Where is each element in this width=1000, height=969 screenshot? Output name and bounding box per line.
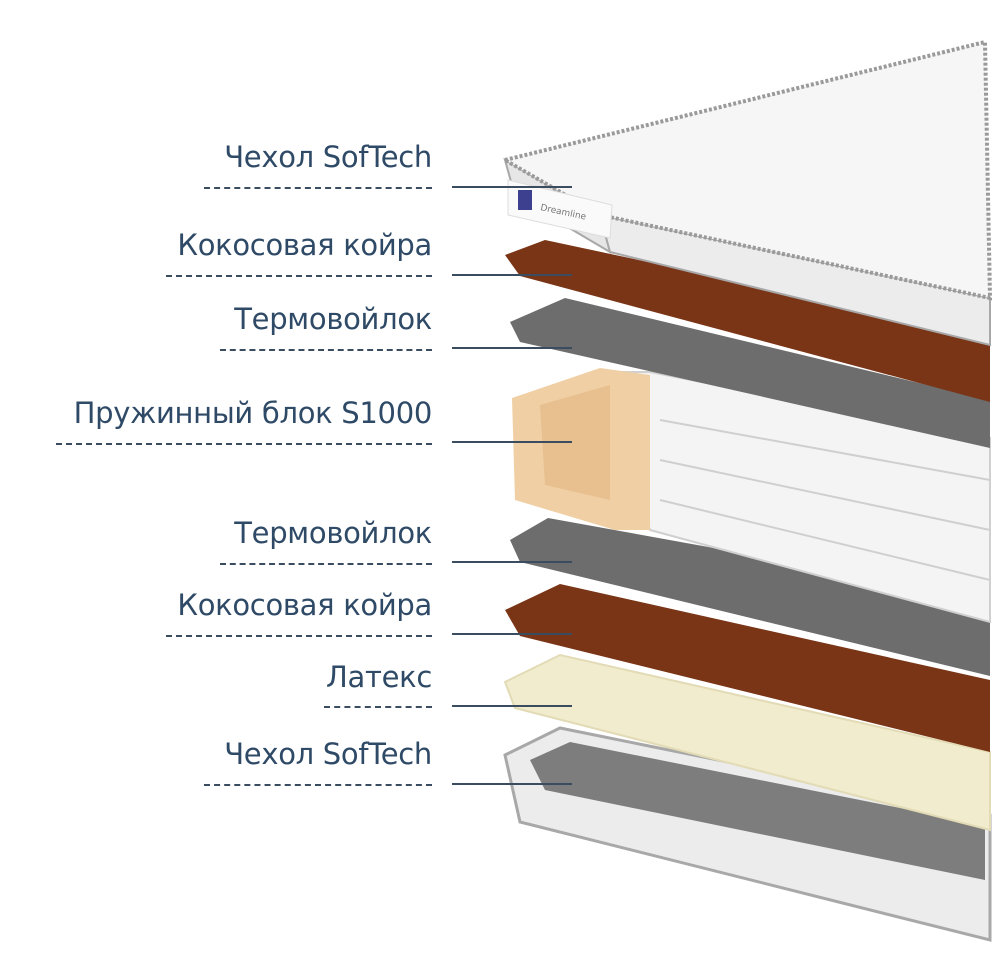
label-coir-1: Кокосовая койра bbox=[177, 228, 432, 262]
layer-felt-2 bbox=[510, 518, 990, 676]
dashed-underline bbox=[324, 706, 432, 708]
layer-spring-block bbox=[512, 368, 991, 624]
label-coir-2: Кокосовая койра bbox=[177, 588, 432, 622]
connector-line bbox=[452, 633, 572, 635]
layer-coir-2 bbox=[505, 584, 990, 752]
label-cover-bottom: Чехол SofTech bbox=[224, 737, 432, 771]
layer-felt-1 bbox=[510, 298, 990, 448]
dashed-underline bbox=[220, 563, 432, 565]
brand-logo: Dreamline bbox=[507, 179, 613, 239]
layer-latex bbox=[503, 653, 991, 832]
layer-top-cover: Dreamline bbox=[499, 39, 993, 347]
dashed-underline bbox=[220, 349, 432, 351]
label-felt-1: Термовойлок bbox=[234, 302, 432, 336]
connector-line bbox=[452, 561, 572, 563]
label-cover-top: Чехол SofTech bbox=[224, 140, 432, 174]
connector-line bbox=[452, 274, 572, 276]
connector-line bbox=[452, 186, 572, 188]
label-latex: Латекс bbox=[326, 660, 432, 694]
connector-line bbox=[452, 705, 572, 707]
layer-bottom-cover bbox=[503, 726, 992, 942]
dashed-underline bbox=[204, 784, 432, 786]
label-spring-block: Пружинный блок S1000 bbox=[73, 396, 433, 430]
dashed-underline bbox=[166, 275, 432, 277]
connector-line bbox=[452, 783, 572, 785]
dashed-underline bbox=[166, 635, 432, 637]
layer-coir-1 bbox=[505, 240, 990, 402]
connector-line bbox=[452, 347, 572, 349]
dashed-underline bbox=[204, 187, 432, 189]
label-felt-2: Термовойлок bbox=[234, 516, 432, 550]
connector-line bbox=[452, 441, 572, 443]
dashed-underline bbox=[56, 443, 432, 445]
